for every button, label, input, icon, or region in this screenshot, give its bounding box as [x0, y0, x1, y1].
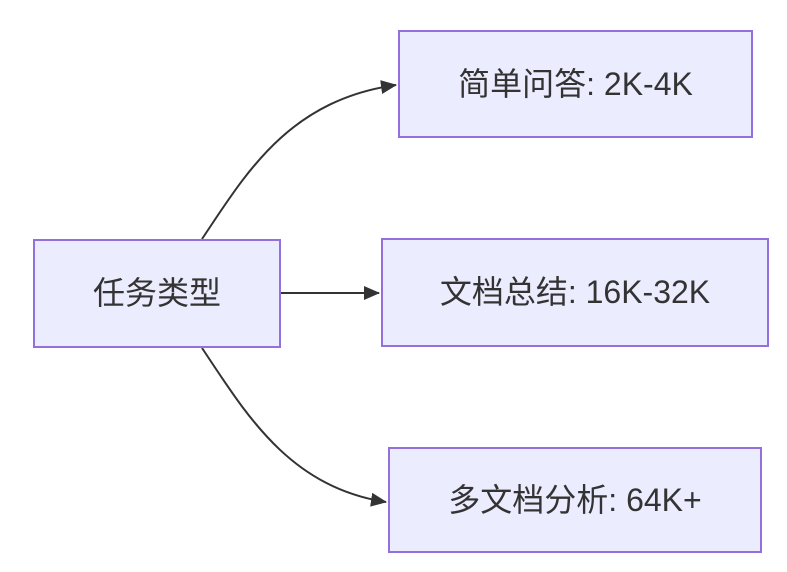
- node-doc-summary-label: 文档总结: 16K-32K: [439, 274, 711, 311]
- edge-task-type-to-multi-doc-analysis: [201, 347, 387, 507]
- node-simple-qa: 简单问答: 2K-4K: [398, 30, 753, 138]
- node-multi-doc-analysis: 多文档分析: 64K+: [388, 447, 762, 553]
- node-simple-qa-label: 简单问答: 2K-4K: [458, 65, 693, 102]
- edge-task-type-to-simple-qa: [201, 80, 397, 240]
- node-task-type: 任务类型: [33, 239, 281, 348]
- node-task-type-label: 任务类型: [92, 275, 221, 312]
- node-multi-doc-analysis-label: 多文档分析: 64K+: [448, 481, 702, 518]
- node-doc-summary: 文档总结: 16K-32K: [381, 238, 769, 347]
